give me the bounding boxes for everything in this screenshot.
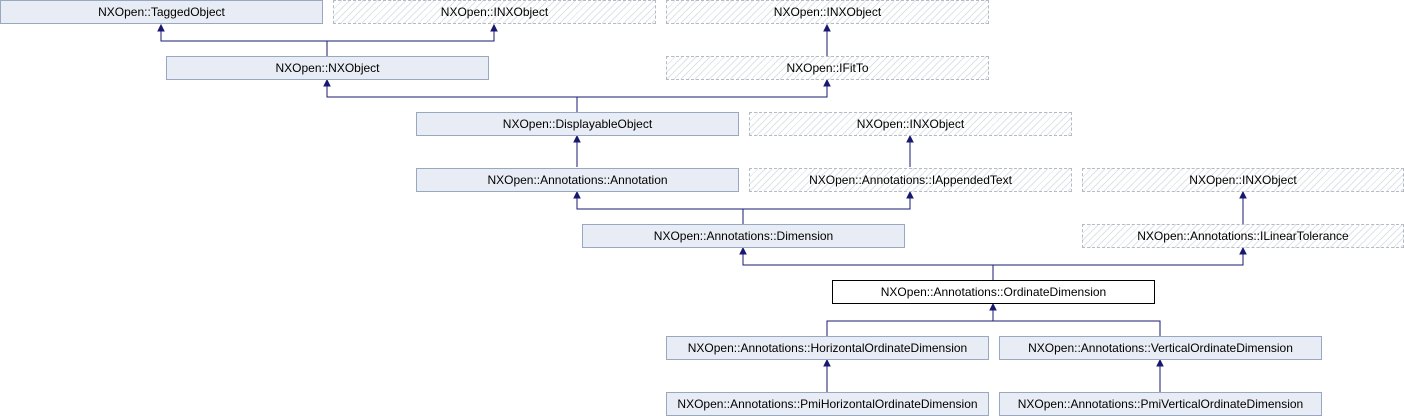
edge-dimension-to-annotation	[576, 198, 744, 224]
class-node-horizontal-ordinate-dimension[interactable]: NXOpen::Annotations::HorizontalOrdinateD…	[666, 336, 989, 360]
interface-node-inx-object[interactable]: NXOpen::INXObject	[333, 0, 656, 24]
arrowhead	[323, 78, 331, 87]
class-node-annotation[interactable]: NXOpen::Annotations::Annotation	[416, 168, 739, 192]
interface-node-iappended-text[interactable]: NXOpen::Annotations::IAppendedText	[749, 168, 1072, 192]
arrowhead	[823, 23, 831, 32]
class-node-tagged-object[interactable]: NXOpen::TaggedObject	[0, 0, 323, 24]
class-node-pmi-horizontal-ordinate-dimension[interactable]: NXOpen::Annotations::PmiHorizontalOrdina…	[666, 392, 989, 416]
edge-vertical-to-ordinatedimension	[993, 320, 1161, 336]
edge-nxobject-to-taggedobject	[160, 31, 328, 56]
edge-displayableobject-to-ifitto	[577, 86, 828, 98]
arrowhead	[989, 302, 997, 311]
class-node-pmi-vertical-ordinate-dimension[interactable]: NXOpen::Annotations::PmiVerticalOrdinate…	[999, 392, 1322, 416]
edge-ordinatedimension-to-ilineartolerance	[993, 254, 1244, 266]
arrowhead	[573, 134, 581, 143]
arrowhead	[1239, 190, 1247, 199]
arrowhead	[906, 190, 914, 199]
class-node-dimension[interactable]: NXOpen::Annotations::Dimension	[582, 224, 905, 248]
edge-displayableobject-to-nxobject	[326, 86, 578, 112]
class-node-displayable-object[interactable]: NXOpen::DisplayableObject	[416, 112, 739, 136]
class-node-ordinate-dimension[interactable]: NXOpen::Annotations::OrdinateDimension	[832, 280, 1155, 304]
edge-dimension-to-iappendedtext	[743, 198, 911, 210]
interface-node-inx-object[interactable]: NXOpen::INXObject	[749, 112, 1072, 136]
edge-ordinatedimension-to-dimension	[742, 254, 994, 280]
edge-nxobject-to-inxobject-1	[327, 31, 495, 42]
arrowhead	[573, 190, 581, 199]
class-node-nx-object[interactable]: NXOpen::NXObject	[166, 56, 489, 80]
arrowhead	[823, 358, 831, 367]
arrowhead	[1156, 358, 1164, 367]
edge-horizontal-to-ordinatedimension	[826, 310, 994, 336]
arrowhead	[906, 134, 914, 143]
arrowhead	[823, 78, 831, 87]
arrowhead	[490, 23, 498, 32]
arrowhead	[157, 23, 165, 32]
arrowhead	[1239, 246, 1247, 255]
interface-node-ifit-to[interactable]: NXOpen::IFitTo	[666, 56, 989, 80]
interface-node-inx-object[interactable]: NXOpen::INXObject	[1082, 168, 1404, 192]
interface-node-ilinear-tolerance[interactable]: NXOpen::Annotations::ILinearTolerance	[1082, 224, 1404, 248]
class-node-vertical-ordinate-dimension[interactable]: NXOpen::Annotations::VerticalOrdinateDim…	[999, 336, 1322, 360]
arrowhead	[739, 246, 747, 255]
interface-node-inx-object[interactable]: NXOpen::INXObject	[666, 0, 989, 24]
